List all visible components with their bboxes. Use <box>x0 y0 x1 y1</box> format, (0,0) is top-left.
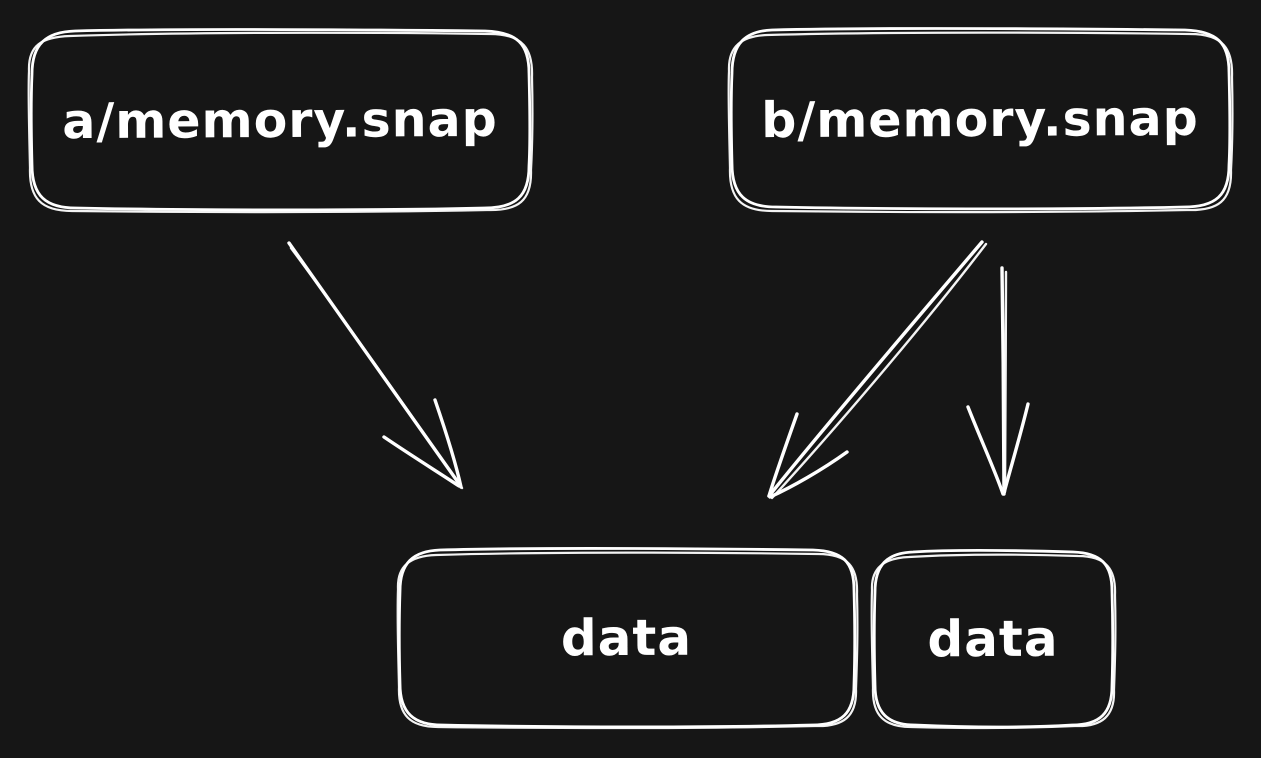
arrow-a-to-data-large[interactable] <box>287 241 464 490</box>
node-data-large[interactable] <box>396 547 859 730</box>
node-a-memory-snap[interactable] <box>27 28 534 214</box>
arrow-b-to-data-large[interactable] <box>767 240 988 500</box>
node-data-small[interactable] <box>870 549 1117 730</box>
arrow-b-to-data-small[interactable] <box>966 266 1030 496</box>
node-b-memory-snap[interactable] <box>727 27 1234 214</box>
